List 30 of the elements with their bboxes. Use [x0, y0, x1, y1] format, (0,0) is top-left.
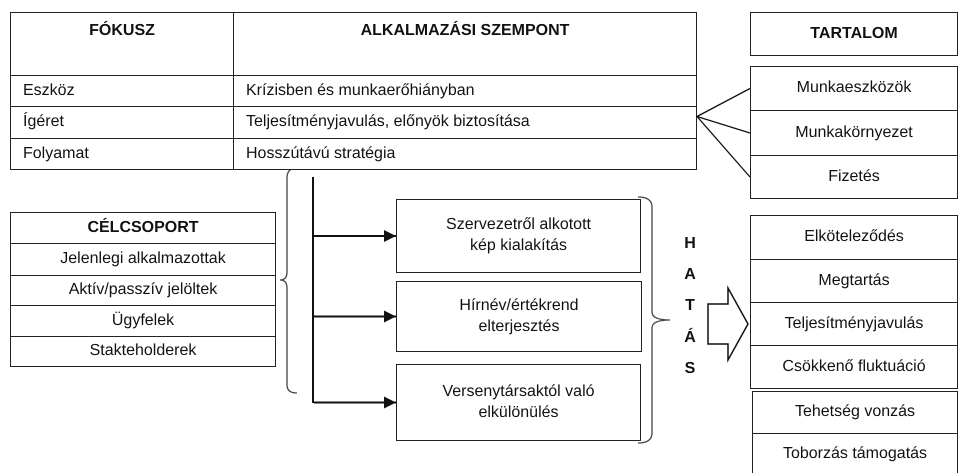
connector-line	[696, 116, 750, 134]
table-header-cell: CÉLCSOPORT	[10, 212, 276, 244]
content-box: Munkaeszközök	[750, 66, 958, 111]
table-header-cell: ALKALMAZÁSI SZEMPONT	[233, 12, 697, 76]
effect-box: Hírnév/értékrend elterjesztés	[396, 281, 642, 352]
table-cell: Jelenlegi alkalmazottak	[10, 243, 276, 276]
outcome-box: Csökkenő fluktuáció	[750, 345, 958, 389]
table-cell: Ügyfelek	[10, 305, 276, 337]
table-cell: Hosszútávú stratégia	[233, 138, 697, 170]
outcome-box: Elköteleződés	[750, 215, 958, 260]
vertical-label: HATÁS	[683, 234, 697, 379]
effect-box: Szervezetről alkotott kép kialakítás	[396, 199, 641, 273]
content-box: Fizetés	[750, 155, 958, 199]
arrow	[314, 396, 396, 408]
outcome-box: Teljesítményjavulás	[750, 302, 958, 346]
outcome-box: Toborzás támogatás	[752, 433, 958, 473]
table-cell: Stakteholderek	[10, 336, 276, 367]
table-header-cell: FÓKUSZ	[10, 12, 234, 76]
table-cell: Folyamat	[10, 138, 234, 170]
outcome-box: Tehetség vonzás	[752, 391, 958, 434]
arrow	[314, 310, 396, 322]
block-arrow	[707, 285, 749, 363]
outcome-box: Megtartás	[750, 259, 958, 303]
connector-line	[696, 116, 750, 178]
arrow	[314, 230, 396, 242]
effect-box: Versenytársaktól való elkülönülés	[396, 364, 641, 441]
content-box: Munkakörnyezet	[750, 110, 958, 156]
table-cell: Aktív/passzív jelöltek	[10, 275, 276, 306]
connector-line	[696, 88, 750, 118]
heading-box: TARTALOM	[750, 12, 958, 56]
